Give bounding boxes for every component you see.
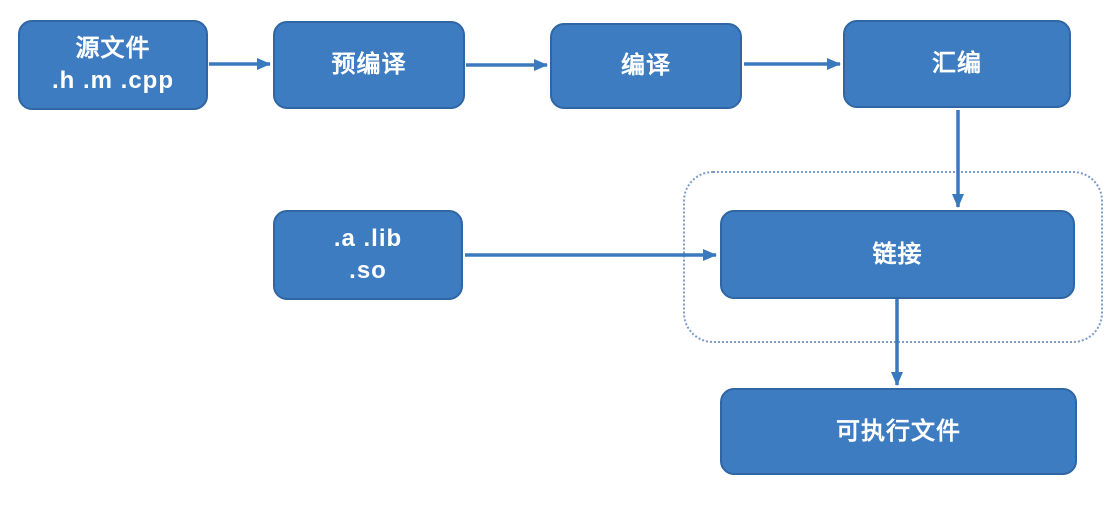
node-compile: 编译 (550, 23, 742, 109)
node-executable-file-label: 可执行文件 (836, 417, 961, 445)
node-precompile-label: 预编译 (331, 51, 407, 78)
node-precompile: 预编译 (273, 21, 465, 109)
node-source-files: 源文件 .h .m .cpp (18, 20, 208, 110)
node-link: 链接 (720, 210, 1075, 299)
node-assemble-label: 汇编 (932, 50, 982, 77)
node-source-files-extensions: .h .m .cpp (51, 67, 174, 94)
node-executable-file: 可执行文件 (720, 388, 1077, 475)
node-compile-label: 编译 (621, 52, 671, 79)
node-library-files-extensions-line1: .a .lib (333, 225, 403, 252)
node-link-label: 链接 (872, 240, 923, 268)
node-source-files-label: 源文件 (75, 35, 151, 62)
node-assemble: 汇编 (843, 20, 1071, 108)
node-library-files: .a .lib .so (273, 210, 463, 300)
link-stage-dotted-group (683, 171, 1103, 343)
node-library-files-extensions-line2: .so (349, 257, 387, 284)
